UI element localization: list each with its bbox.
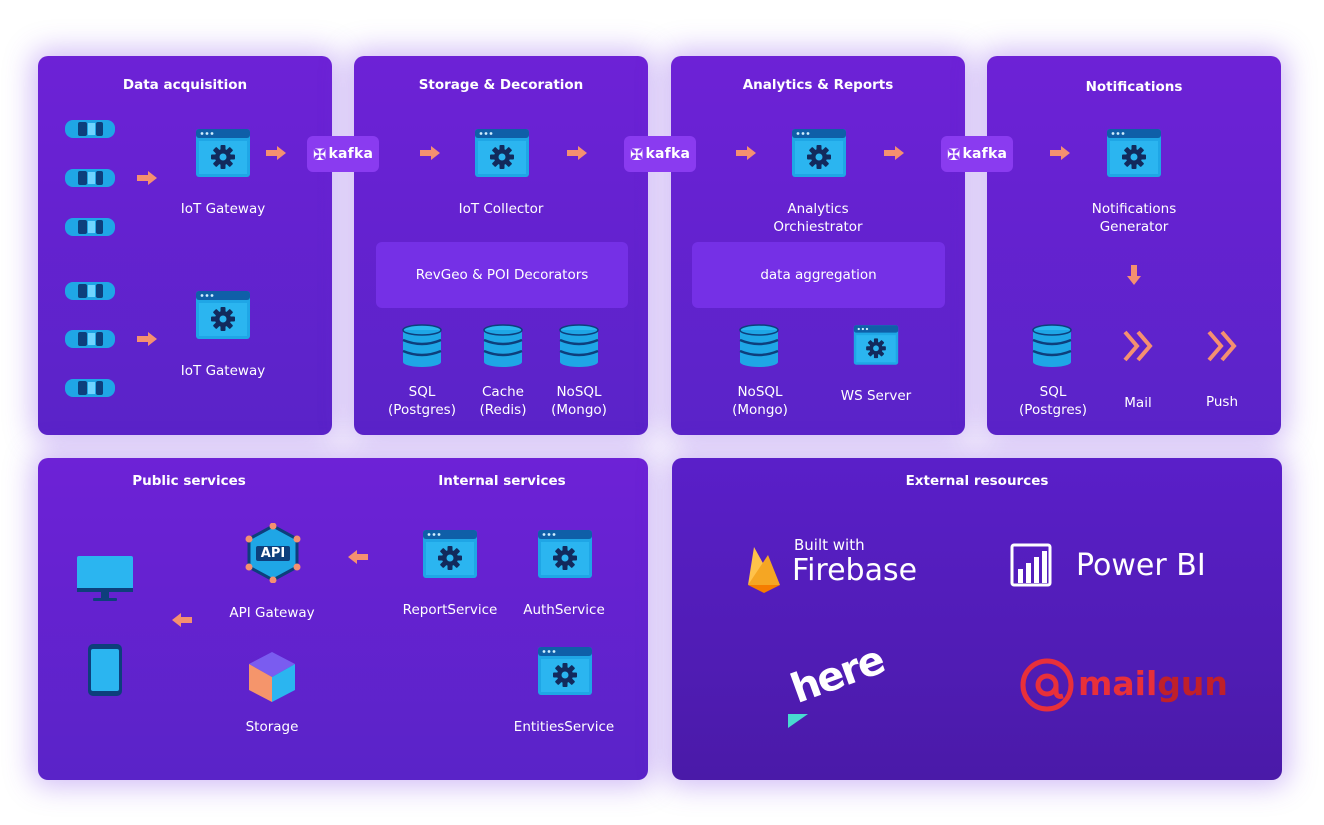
auth-service-icon [537,529,593,579]
entities-service-label: EntitiesService [513,719,615,735]
iot-collector-service-icon [474,128,530,178]
database-icon [401,324,443,368]
panel-services [38,458,648,780]
car-icon [64,328,116,350]
decorators-box: RevGeo & POI Decorators [376,242,628,308]
here-logo: here [785,637,889,728]
panel-notifications [987,56,1281,435]
notifications-generator-icon [1106,128,1162,178]
db-cache-label: Cache(Redis) [479,384,527,418]
arrow-right-icon [137,332,157,346]
api-gateway-icon [245,523,301,583]
mailgun-logo-icon [1020,658,1074,712]
arrow-right-icon [420,146,440,160]
database-icon [482,324,524,368]
db-sql-label: SQL(Postgres) [388,384,456,418]
car-icon [64,280,116,302]
db-nosql-label: NoSQL(Mongo) [551,384,607,418]
car-icon [64,216,116,238]
car-icon [64,377,116,399]
panel-title-analytics: Analytics & Reports [742,77,894,93]
panel-external-resources [672,458,1282,780]
database-icon [558,324,600,368]
panel-title-data-acquisition: Data acquisition [122,77,248,93]
here-triangle-icon [788,714,808,728]
entities-service-icon [537,646,593,696]
kafka-badge: ✠kafka [624,136,696,172]
car-icon [64,167,116,189]
api-gateway-label: API Gateway [229,605,315,621]
analytics-orchestrator-icon [791,128,847,178]
iot-collector-label: IoT Collector [458,201,544,217]
db-sql-label: SQL(Postgres) [1019,384,1087,418]
powerbi-logo-icon [1010,543,1052,587]
chevron-double-icon [1205,328,1241,364]
api-badge-label: API [260,546,286,561]
panel-title-external: External resources [905,473,1049,489]
ws-server-label: WS Server [840,388,912,404]
arrow-left-icon [172,613,192,627]
kafka-icon: ✠ [946,144,961,164]
kafka-icon: ✠ [629,144,644,164]
report-service-label: ReportService [402,602,498,618]
auth-service-label: AuthService [523,602,605,618]
powerbi-text: Power BI [1076,548,1206,583]
firebase-small-text: Built with [794,536,865,554]
panel-title-internal-services: Internal services [438,473,566,489]
mailgun-text: mailgun [1078,664,1228,703]
arrow-right-icon [266,146,286,160]
panel-data-acquisition [38,56,332,435]
database-icon [1031,324,1073,368]
iot-gateway-service-icon [195,290,251,340]
here-text: here [784,637,890,713]
iot-gateway-label: IoT Gateway [180,201,266,217]
panel-title-storage: Storage & Decoration [418,77,584,93]
kafka-badge: ✠kafka [941,136,1013,172]
ws-server-icon [853,324,899,366]
kafka-badge: ✠kafka [307,136,379,172]
data-aggregation-label: data aggregation [760,267,877,283]
arrow-right-icon [137,171,157,185]
phone-icon [88,644,122,696]
kafka-icon: ✠ [312,144,327,164]
panel-title-notifications: Notifications [1085,79,1183,95]
iot-gateway-service-icon [195,128,251,178]
car-icon [64,118,116,140]
push-label: Push [1205,394,1239,410]
decorators-label: RevGeo & POI Decorators [415,267,589,283]
storage-label: Storage [245,719,299,735]
firebase-big-text: Firebase [792,553,918,588]
chevron-double-icon [1121,328,1157,364]
monitor-icon [77,556,133,601]
db-nosql-label: NoSQL(Mongo) [732,384,788,418]
report-service-icon [422,529,478,579]
data-aggregation-box: data aggregation [692,242,945,308]
firebase-logo-icon [748,547,780,593]
database-icon [738,324,780,368]
iot-gateway-label: IoT Gateway [180,363,266,379]
arrow-right-icon [884,146,904,160]
storage-cube-icon [249,652,295,702]
mail-label: Mail [1124,395,1152,411]
arrow-left-icon [348,550,368,564]
panel-title-public-services: Public services [132,473,246,489]
arrow-right-icon [567,146,587,160]
arrow-right-icon [736,146,756,160]
arrow-right-icon [1050,146,1070,160]
arrow-down-icon [1127,265,1141,285]
